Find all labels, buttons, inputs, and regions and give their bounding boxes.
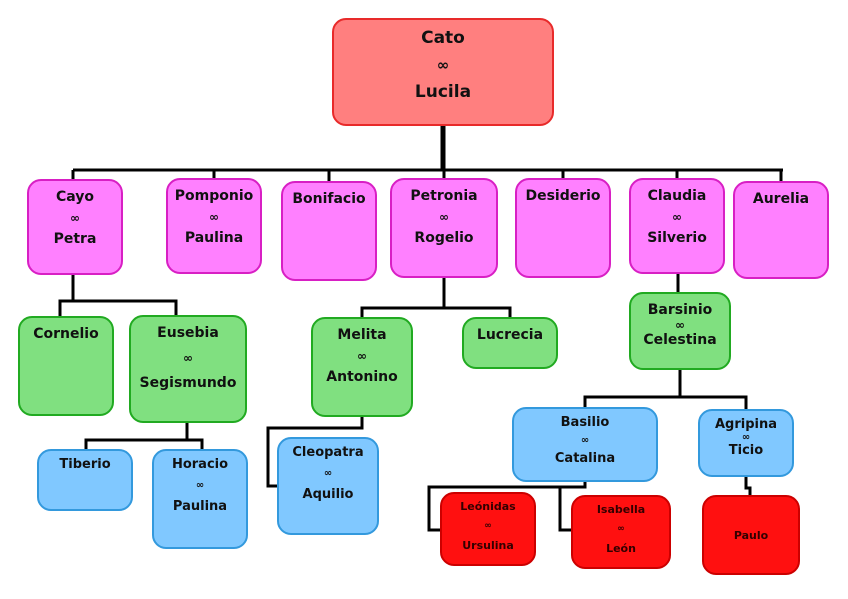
marriage-symbol: ∞ xyxy=(436,56,450,74)
node-spouse: León xyxy=(606,542,636,555)
node-petronia: Petronia ∞ Rogelio xyxy=(390,178,498,278)
connector-barsinio xyxy=(583,370,748,409)
node-spouse: Paulina xyxy=(172,499,228,514)
marriage-symbol: ∞ xyxy=(195,480,205,491)
node-cato: Cato ∞ Lucila xyxy=(332,18,554,126)
node-spouse: Aquilio xyxy=(302,487,354,502)
node-name: Paulo xyxy=(733,528,769,542)
node-name: Cornelio xyxy=(33,326,99,342)
marriage-symbol: ∞ xyxy=(580,435,590,446)
marriage-symbol: ∞ xyxy=(617,524,625,534)
node-spouse: Ursulina xyxy=(462,539,514,552)
node-bonifacio: Bonifacio xyxy=(281,181,377,281)
marriage-symbol: ∞ xyxy=(484,521,492,531)
marriage-symbol: ∞ xyxy=(70,211,80,225)
node-spouse: Antonino xyxy=(326,369,398,385)
node-spouse: Paulina xyxy=(184,230,244,246)
node-name: Barsinio xyxy=(647,302,713,318)
node-name: Pomponio xyxy=(174,188,254,204)
node-spouse: Rogelio xyxy=(414,230,474,246)
node-cornelio: Cornelio xyxy=(18,316,114,416)
marriage-symbol: ∞ xyxy=(672,210,682,224)
node-melita: Melita ∞ Antonino xyxy=(311,317,413,417)
node-name: Claudia xyxy=(647,188,707,204)
marriage-symbol: ∞ xyxy=(439,210,449,224)
marriage-symbol: ∞ xyxy=(357,349,367,363)
node-spouse: Segismundo xyxy=(139,375,237,391)
node-paulo: Paulo xyxy=(702,495,800,575)
node-name: Lucrecia xyxy=(476,327,544,343)
connector-petronia xyxy=(360,278,512,317)
connector-drops xyxy=(71,170,783,181)
node-name: Isabella xyxy=(596,503,646,516)
connector-basilio xyxy=(427,482,587,532)
node-claudia: Claudia ∞ Silverio xyxy=(629,178,725,274)
node-spouse: Silverio xyxy=(647,230,707,246)
node-cleopatra: Cleopatra ∞ Aquilio xyxy=(277,437,379,535)
node-aurelia: Aurelia xyxy=(733,181,829,279)
node-name: Aurelia xyxy=(752,191,810,207)
marriage-symbol: ∞ xyxy=(323,468,333,479)
node-name: Melita xyxy=(337,327,387,343)
connector-eusebia xyxy=(84,423,204,449)
node-tiberio: Tiberio xyxy=(37,449,133,511)
node-spouse: Celestina xyxy=(643,332,717,348)
node-leonidas: Leónidas ∞ Ursulina xyxy=(440,492,536,566)
node-name: Cato xyxy=(421,28,465,48)
node-eusebia: Eusebia ∞ Segismundo xyxy=(129,315,247,423)
connector-agripina xyxy=(744,477,752,495)
marriage-symbol: ∞ xyxy=(183,351,193,365)
node-basilio: Basilio ∞ Catalina xyxy=(512,407,658,482)
node-name: Desiderio xyxy=(525,188,601,204)
connector-melita xyxy=(266,417,364,488)
connector-cayo xyxy=(58,275,178,316)
node-spouse: Catalina xyxy=(554,451,616,466)
node-lucrecia: Lucrecia xyxy=(462,317,558,369)
marriage-symbol: ∞ xyxy=(741,432,751,443)
node-name: Eusebia xyxy=(157,325,219,341)
node-pomponio: Pomponio ∞ Paulina xyxy=(166,178,262,274)
node-horacio: Horacio ∞ Paulina xyxy=(152,449,248,549)
node-name: Basilio xyxy=(560,415,610,430)
node-name: Leónidas xyxy=(460,500,516,513)
node-barsinio: Barsinio ∞ Celestina xyxy=(629,292,731,370)
node-spouse: Ticio xyxy=(728,443,764,458)
node-desiderio: Desiderio xyxy=(515,178,611,278)
node-name: Cayo xyxy=(55,189,95,205)
marriage-symbol: ∞ xyxy=(675,318,685,332)
node-name: Agripina xyxy=(714,417,778,432)
marriage-symbol: ∞ xyxy=(209,210,219,224)
node-isabella: Isabella ∞ León xyxy=(571,495,671,569)
node-name: Tiberio xyxy=(59,457,111,472)
node-name: Horacio xyxy=(171,457,229,472)
node-name: Cleopatra xyxy=(292,445,364,460)
node-cayo: Cayo ∞ Petra xyxy=(27,179,123,275)
node-name: Bonifacio xyxy=(292,191,366,207)
node-name: Petronia xyxy=(410,188,478,204)
node-agripina: Agripina ∞ Ticio xyxy=(698,409,794,477)
node-spouse: Petra xyxy=(53,231,97,247)
node-spouse: Lucila xyxy=(414,82,472,102)
